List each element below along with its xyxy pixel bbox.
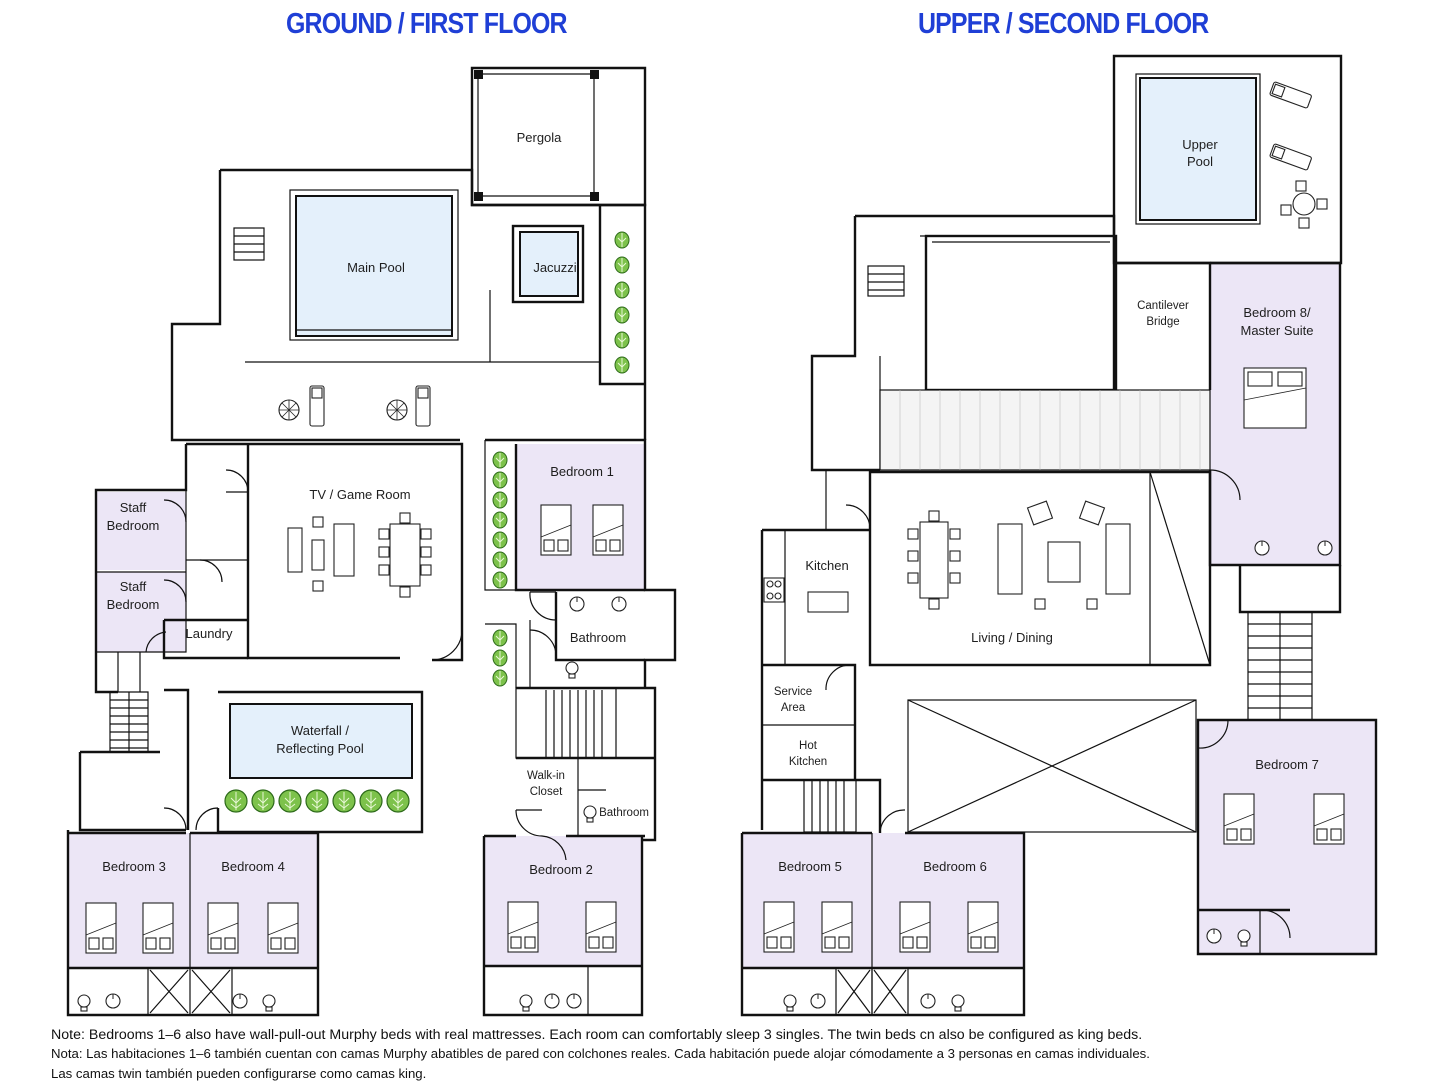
label-walk-in-closet-b: Closet: [530, 786, 563, 798]
label-main-pool: Main Pool: [347, 260, 405, 275]
label-bedroom-8-b: Master Suite: [1241, 323, 1314, 338]
label-hot-kitchen-b: Kitchen: [789, 756, 827, 768]
label-bedroom-8-a: Bedroom 8/: [1243, 305, 1311, 320]
upper-floor-title: UPPER / SECOND FLOOR: [918, 8, 1209, 40]
master-bed: [1243, 367, 1307, 429]
note-english: Note: Bedrooms 1–6 also have wall-pull-o…: [51, 1027, 1143, 1043]
label-cantilever-bridge-b: Bridge: [1146, 316, 1179, 328]
label-service-area-b: Area: [781, 702, 806, 714]
label-jacuzzi: Jacuzzi: [533, 260, 576, 275]
upper-table: [1280, 180, 1328, 229]
label-bedroom-1: Bedroom 1: [550, 464, 614, 479]
label-hot-kitchen-a: Hot: [799, 740, 818, 752]
note-spanish-1: Nota: Las habitaciones 1–6 también cuent…: [51, 1046, 1150, 1061]
label-bedroom-7: Bedroom 7: [1255, 757, 1319, 772]
ground-floor-plan: [66, 66, 677, 1017]
label-bathroom-1: Bathroom: [570, 630, 626, 645]
room-labels: Pergola Main Pool Jacuzzi Staff Bedroom …: [102, 130, 1319, 877]
label-upper-pool-b: Pool: [1187, 154, 1213, 169]
tv-room-furniture: [287, 512, 432, 598]
label-walk-in-closet-a: Walk-in: [527, 770, 565, 782]
label-bedroom-5: Bedroom 5: [778, 859, 842, 874]
notes: Note: Bedrooms 1–6 also have wall-pull-o…: [51, 1026, 1431, 1084]
label-staff-bedroom-2b: Bedroom: [107, 597, 160, 612]
label-waterfall-pool-b: Reflecting Pool: [276, 741, 364, 756]
label-laundry: Laundry: [186, 626, 233, 641]
label-tv-game-room: TV / Game Room: [309, 487, 410, 502]
label-staff-bedroom-1b: Bedroom: [107, 518, 160, 533]
label-upper-pool-a: Upper: [1182, 137, 1218, 152]
label-cantilever-bridge-a: Cantilever: [1137, 300, 1189, 312]
label-pergola: Pergola: [517, 130, 563, 145]
label-bedroom-3: Bedroom 3: [102, 859, 166, 874]
note-spanish-2: Las camas twin también pueden configurar…: [51, 1066, 427, 1081]
label-living-dining: Living / Dining: [971, 630, 1053, 645]
label-bedroom-6: Bedroom 6: [923, 859, 987, 874]
label-kitchen: Kitchen: [805, 558, 848, 573]
label-service-area-a: Service: [774, 686, 812, 698]
label-waterfall-pool-a: Waterfall /: [291, 723, 349, 738]
ground-floor-title: GROUND / FIRST FLOOR: [286, 8, 568, 40]
label-staff-bedroom-2a: Staff: [120, 579, 147, 594]
label-bedroom-4: Bedroom 4: [221, 859, 285, 874]
label-bedroom-2: Bedroom 2: [529, 862, 593, 877]
upper-floor-plan: [740, 54, 1378, 1017]
living-dining-furniture: [907, 500, 1131, 610]
label-staff-bedroom-1a: Staff: [120, 500, 147, 515]
label-bathroom-2: Bathroom: [599, 807, 649, 819]
